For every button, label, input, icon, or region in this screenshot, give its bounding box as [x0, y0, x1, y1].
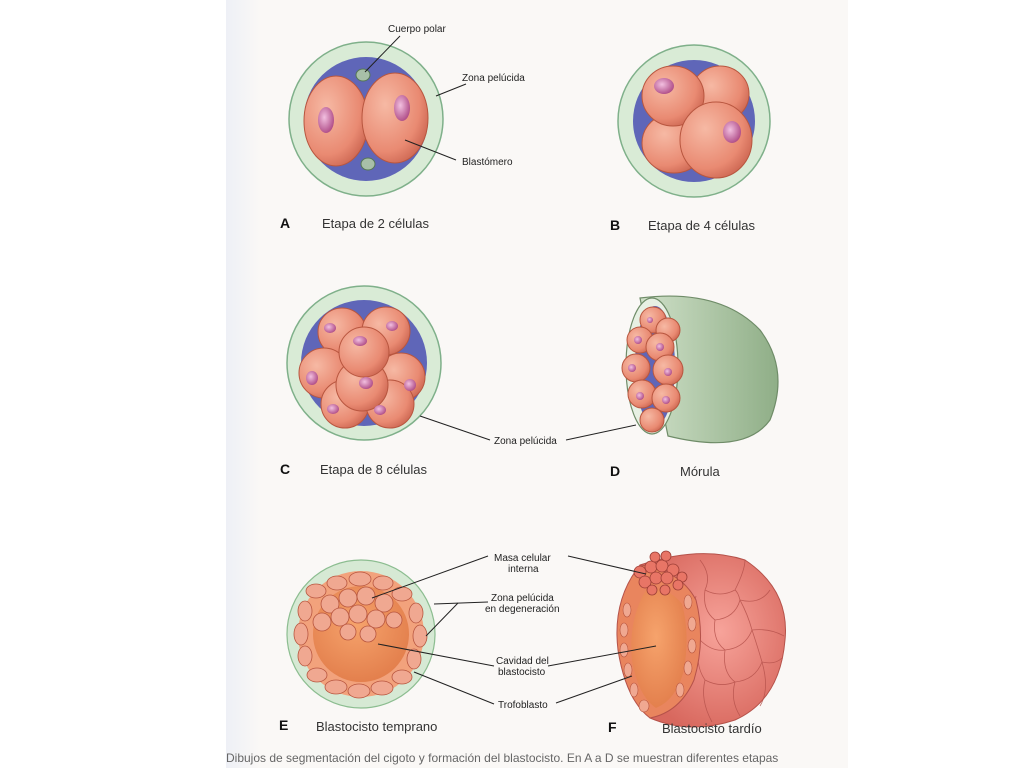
leader-line: [567, 555, 647, 575]
label-zona-degeneracion-1: Zona pelúcida: [491, 593, 554, 604]
nucleus-icon: [394, 95, 410, 121]
panel-caption-c: Etapa de 8 células: [320, 462, 427, 477]
panel-b-four-cell-stage: B Etapa de 4 células: [610, 44, 771, 233]
panel-letter-a: A: [280, 215, 290, 231]
blastomere-left: [303, 75, 369, 167]
leader-line: [565, 424, 637, 441]
shared-labels-ef: Masa celular interna Zona pelúcida en de…: [371, 553, 657, 711]
label-masa-celular-1: Masa celular: [494, 553, 551, 564]
label-cuerpo-polar: Cuerpo polar: [388, 24, 446, 35]
nucleus-icon: [318, 107, 334, 133]
leader-line: [413, 671, 495, 705]
panel-letter-b: B: [610, 217, 620, 233]
nucleus-icon: [723, 121, 741, 143]
panel-a-two-cell-stage: Cuerpo polar Zona pelúcida Blastómero A …: [280, 24, 525, 231]
leader-line: [555, 675, 633, 704]
panel-caption-b: Etapa de 4 células: [648, 218, 755, 233]
label-trofoblasto: Trofoblasto: [498, 700, 548, 711]
label-zona-pelucida-cd: Zona pelúcida: [494, 436, 557, 447]
leader-line: [425, 602, 459, 637]
figure-footer-caption: Dibujos de segmentación del cigoto y for…: [226, 751, 778, 765]
panel-letter-e: E: [279, 717, 288, 733]
label-cavidad-1: Cavidad del: [496, 656, 549, 667]
leader-line: [435, 83, 467, 97]
nucleus-icon: [654, 78, 674, 94]
label-blastomero: Blastómero: [462, 157, 513, 168]
label-zona-pelucida-a: Zona pelúcida: [462, 73, 525, 84]
leader-line: [371, 555, 489, 599]
leader-line: [419, 415, 491, 441]
panel-caption-d: Mórula: [680, 464, 721, 479]
leader-line: [547, 645, 657, 667]
eight-blastomeres: [298, 306, 426, 429]
inner-cell-mass-f: [633, 550, 688, 596]
trophoblast-cells-e: [293, 571, 428, 699]
panel-e-early-blastocyst: E Blastocisto temprano: [279, 559, 437, 734]
label-masa-celular-2: interna: [508, 564, 539, 575]
blastomere: [679, 101, 753, 179]
polar-body-top: [355, 68, 371, 82]
panel-caption-f: Blastocisto tardío: [662, 721, 762, 736]
left-margin-shadow: [226, 0, 260, 768]
panel-c-eight-cell-stage: C Etapa de 8 células: [280, 285, 442, 477]
trophoblast-rim-f: [619, 594, 697, 713]
label-cavidad-2: blastocisto: [498, 667, 546, 678]
polar-body-bottom: [360, 157, 376, 171]
inner-cell-mass-e: [312, 586, 403, 643]
panel-f-late-blastocyst: F Blastocisto tardío: [608, 550, 786, 736]
morula-cells: [621, 306, 684, 433]
blastocyst-cavity-f: [631, 589, 687, 708]
leader-line: [433, 601, 489, 605]
blastomere-right: [361, 72, 429, 164]
panel-letter-f: F: [608, 719, 617, 735]
panel-caption-e: Blastocisto temprano: [316, 719, 437, 734]
panel-letter-c: C: [280, 461, 290, 477]
leader-line: [404, 139, 457, 161]
panel-caption-a: Etapa de 2 células: [322, 216, 429, 231]
leader-line: [364, 35, 401, 73]
label-zona-degeneracion-2: en degeneración: [485, 604, 560, 615]
panel-letter-d: D: [610, 463, 620, 479]
leader-line: [377, 643, 495, 667]
panel-d-morula: D Mórula: [610, 295, 779, 479]
